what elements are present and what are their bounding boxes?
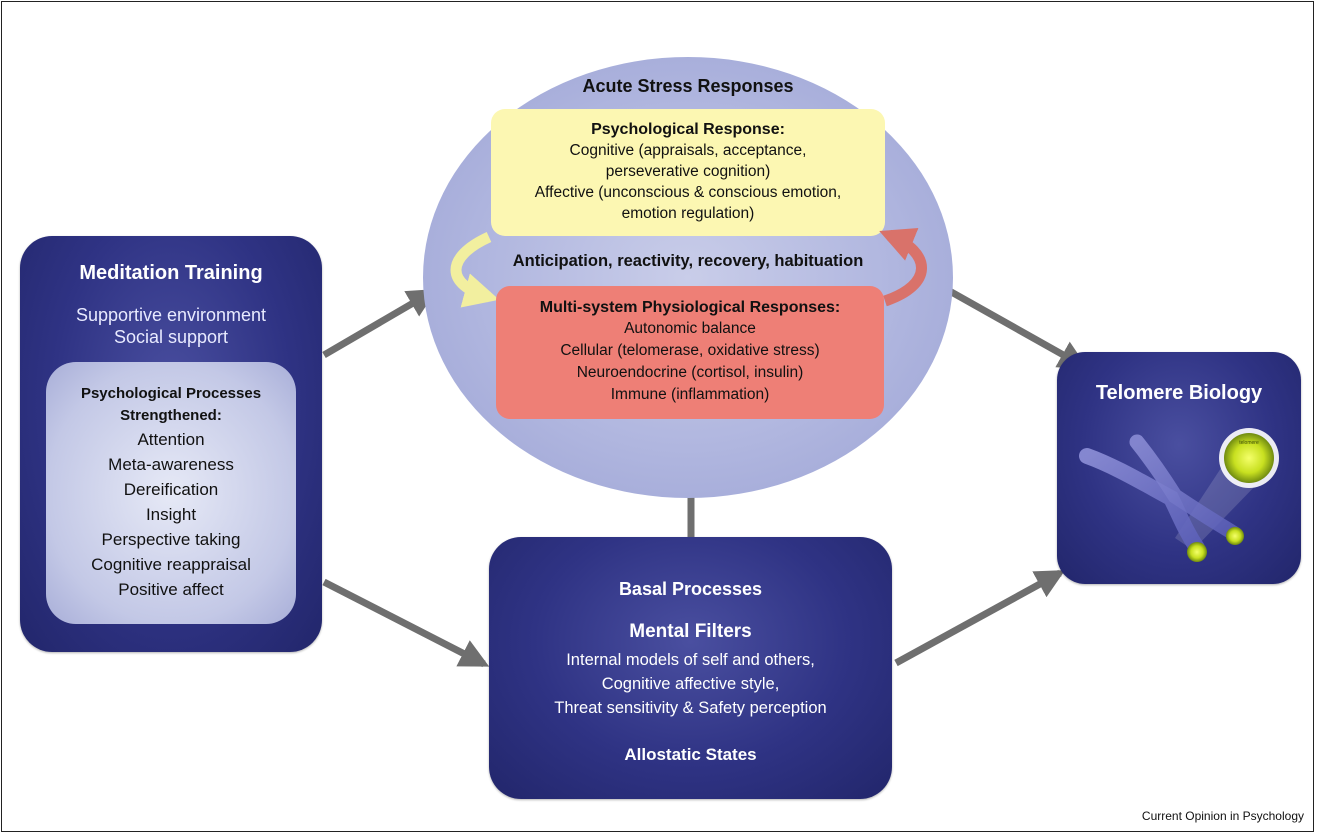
telomere-cap bbox=[1226, 527, 1244, 545]
mental-filter-item: Threat sensitivity & Safety perception bbox=[554, 699, 827, 717]
processes-heading: Psychological Processes Strengthened: bbox=[46, 362, 296, 427]
telomere-title: Telomere Biology bbox=[1095, 382, 1263, 404]
arrow-meditation-to-basal bbox=[322, 578, 490, 668]
telomere-biology-box: Telomere Biology telomere bbox=[1057, 352, 1301, 584]
physiological-response-line: Autonomic balance bbox=[624, 320, 756, 337]
environment-item: Supportive environment bbox=[75, 305, 267, 325]
physiological-response-heading: Multi-system Physiological Responses: bbox=[539, 299, 841, 316]
inset-label: telomere bbox=[1239, 440, 1259, 446]
allostatic-states-heading: Allostatic States bbox=[624, 745, 757, 764]
meditation-training-box: Meditation Training Supportive environme… bbox=[20, 236, 322, 652]
mental-filter-item: Cognitive affective style, bbox=[601, 675, 780, 693]
process-item: Positive affect bbox=[118, 580, 224, 599]
mental-filters-heading: Mental Filters bbox=[629, 621, 752, 642]
psychological-response-line: Affective (unconscious & conscious emoti… bbox=[534, 184, 842, 201]
arrow-basal-to-telomere bbox=[894, 569, 1066, 667]
red-cycle-arrow bbox=[879, 228, 927, 307]
psychological-response-line: emotion regulation) bbox=[621, 205, 755, 222]
psychological-response-line: Cognitive (appraisals, acceptance, bbox=[569, 142, 807, 159]
processes-heading-line: Strengthened: bbox=[120, 407, 222, 424]
process-item: Cognitive reappraisal bbox=[91, 555, 251, 574]
cycle-label: Anticipation, reactivity, recovery, habi… bbox=[512, 252, 864, 270]
psychological-processes-box: Psychological Processes Strengthened: At… bbox=[46, 362, 296, 624]
yellow-cycle-arrow bbox=[450, 231, 500, 308]
magnifier-inset bbox=[1224, 433, 1274, 483]
physiological-response-box: Multi-system Physiological Responses: Au… bbox=[496, 286, 884, 419]
figure-credit: Current Opinion in Psychology bbox=[1141, 809, 1304, 823]
arrow-stress-to-telomere bbox=[944, 285, 1089, 370]
process-item: Meta-awareness bbox=[108, 455, 234, 474]
telomere-cap bbox=[1187, 542, 1207, 562]
basal-title: Basal Processes bbox=[618, 579, 763, 599]
mental-filter-item: Internal models of self and others, bbox=[566, 651, 815, 669]
psychological-response-line: perseverative cognition) bbox=[605, 163, 771, 180]
environment-item: Social support bbox=[113, 327, 229, 347]
chromosome-arm bbox=[1129, 434, 1243, 542]
chromosome-illustration: telomere bbox=[1079, 428, 1279, 562]
process-item: Dereification bbox=[123, 480, 219, 499]
physiological-response-line: Immune (inflammation) bbox=[610, 386, 770, 403]
process-item: Insight bbox=[145, 505, 197, 524]
psychological-response-heading: Psychological Response: bbox=[591, 121, 785, 138]
process-item: Attention bbox=[137, 430, 205, 449]
acute-stress-circle: Acute Stress Responses Psychological Res… bbox=[423, 57, 953, 498]
physiological-response-line: Cellular (telomerase, oxidative stress) bbox=[560, 342, 820, 359]
arrow-meditation-to-stress bbox=[322, 288, 438, 359]
processes-heading-line: Psychological Processes bbox=[80, 385, 262, 402]
process-item: Perspective taking bbox=[101, 530, 241, 549]
cycle-arrows bbox=[450, 228, 927, 308]
physiological-response-line: Neuroendocrine (cortisol, insulin) bbox=[576, 364, 804, 381]
psychological-response-box: Psychological Response: Cognitive (appra… bbox=[491, 109, 885, 236]
mental-filters-list: Internal models of self and others, Cogn… bbox=[489, 648, 892, 720]
environment-list: Supportive environment Social support bbox=[20, 304, 322, 348]
basal-processes-box: Basal Processes Mental Filters Internal … bbox=[489, 537, 892, 799]
acute-stress-title: Acute Stress Responses bbox=[582, 76, 794, 96]
meditation-title: Meditation Training bbox=[79, 262, 263, 284]
